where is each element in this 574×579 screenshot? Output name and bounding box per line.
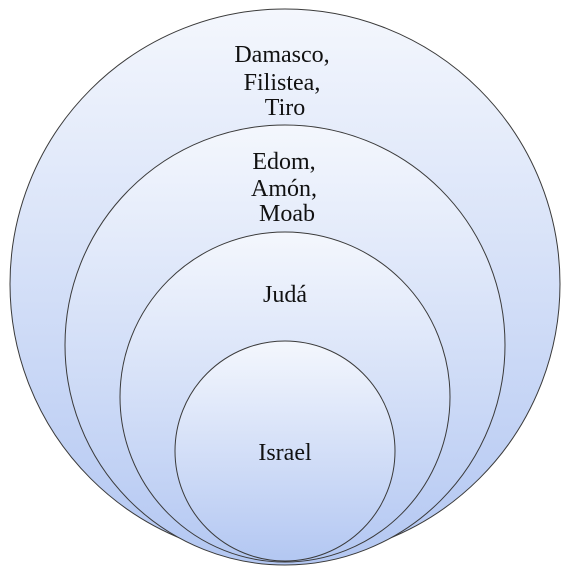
ring-inner-line-1: Israel: [258, 440, 312, 466]
ring-second-label: Edom, Amón, Moab: [251, 149, 323, 227]
ring-second-line-2: Amón,: [251, 176, 317, 202]
ring-outer-line-2: Filistea,: [244, 70, 321, 96]
ring-third-label: Judá: [263, 282, 307, 308]
ring-second-line-3: Moab: [259, 201, 315, 227]
ring-inner-label: Israel: [258, 440, 312, 466]
ring-outer-label: Damasco, Filistea, Tiro: [234, 42, 335, 121]
ring-inner-shape: [174, 340, 396, 562]
ring-outer-line-1: Damasco,: [234, 42, 329, 68]
ring-inner: Israel: [174, 340, 396, 562]
ring-second-line-1: Edom,: [252, 149, 315, 175]
ring-third-line-1: Judá: [263, 282, 307, 308]
ring-outer-line-3: Tiro: [265, 95, 305, 121]
